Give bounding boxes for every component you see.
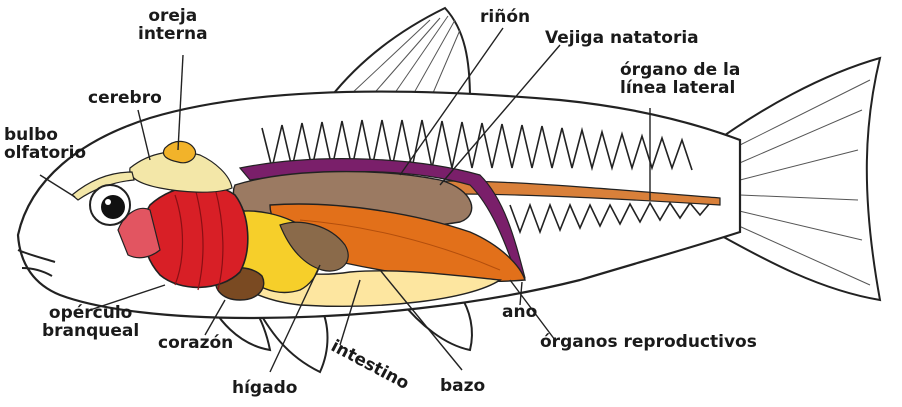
label-swim-bladder: Vejiga natatoria <box>545 30 699 48</box>
label-kidney: riñón <box>480 9 530 27</box>
label-anus: ano <box>502 304 537 322</box>
inner-ear <box>163 141 195 162</box>
gills <box>143 185 248 287</box>
pupil <box>101 195 125 219</box>
label-brain: cerebro <box>88 90 162 108</box>
label-heart: corazón <box>158 335 233 353</box>
label-spleen: bazo <box>440 378 485 396</box>
label-liver: hígado <box>232 380 297 398</box>
label-reproductive-organs: órganos reproductivos <box>540 334 757 352</box>
